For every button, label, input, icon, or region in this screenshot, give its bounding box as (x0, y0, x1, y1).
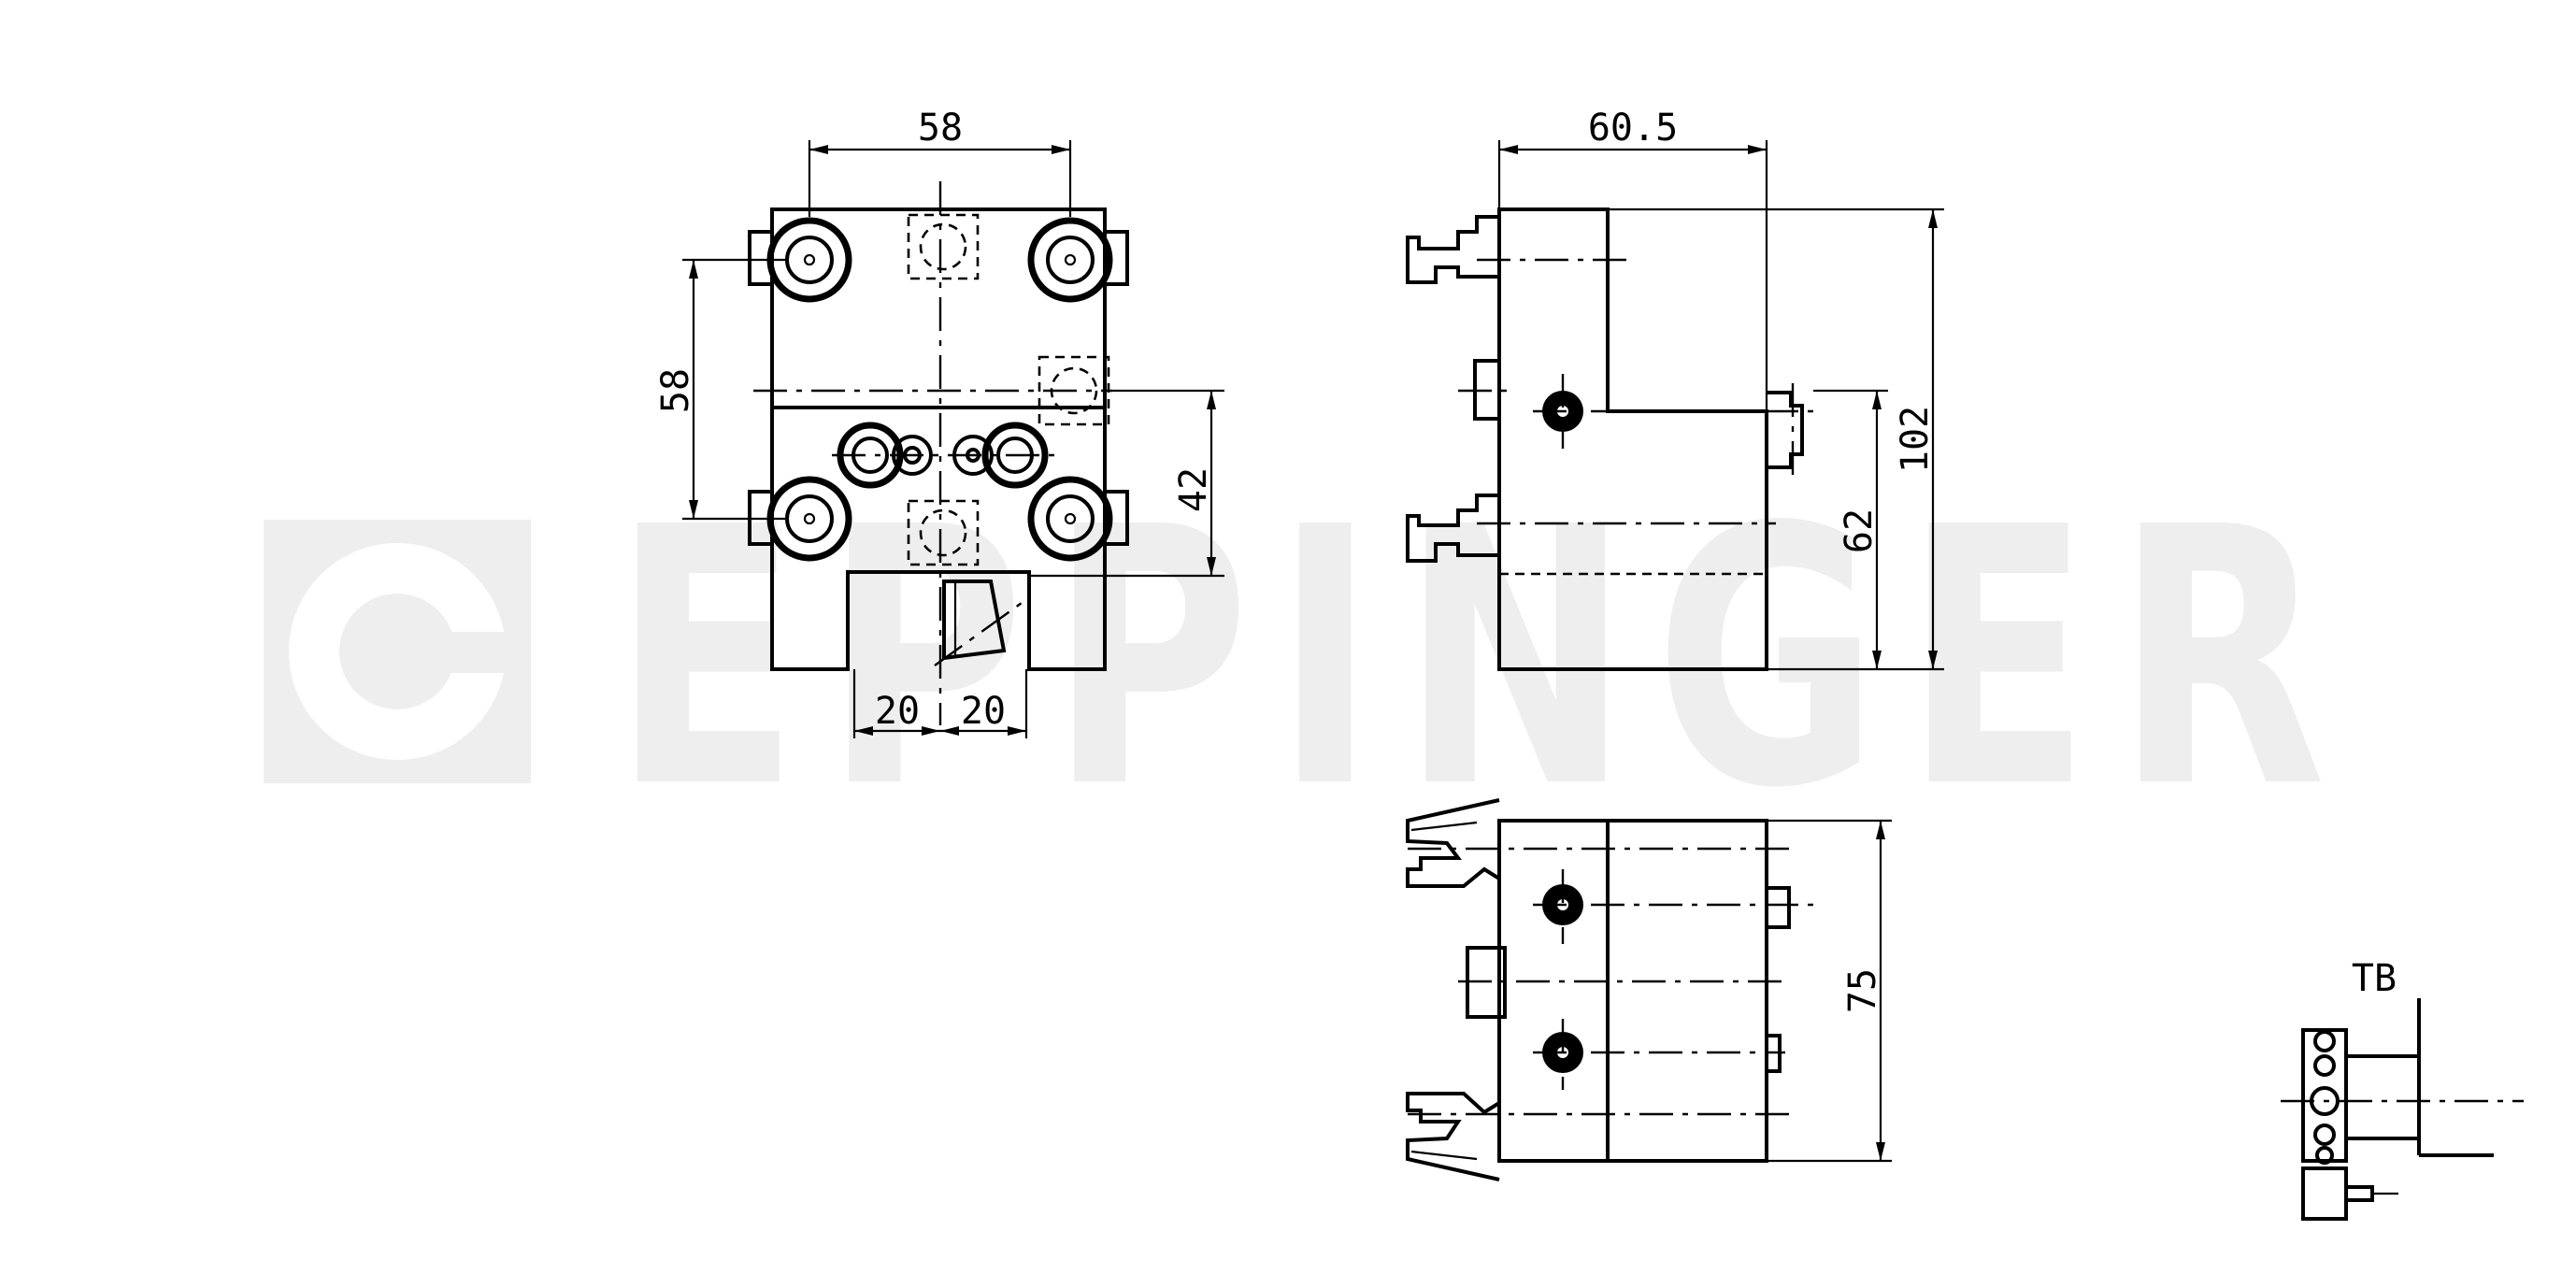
dim-side-outer-height-label: 102 (1894, 406, 1937, 473)
hidden-plug-top (907, 213, 980, 280)
side-lower-clamp (1406, 494, 1499, 563)
side-connector-stub (1767, 391, 1804, 469)
side-upper-clamp (1406, 215, 1499, 284)
right-top-tab (1103, 230, 1129, 286)
dim-side-inner-height-label: 62 (1838, 508, 1881, 553)
watermark-logo-bar (397, 632, 519, 673)
turret-tb-detail: TB (2281, 957, 2524, 1221)
bottom-lower-clamp (1406, 1092, 1501, 1181)
eppinger-watermark: EPPINGER (264, 451, 2351, 866)
turret-pin (2344, 1185, 2374, 1202)
dim-front-width-label: 58 (918, 107, 963, 150)
dim-side-width-label: 60.5 (1588, 107, 1678, 150)
wedge-centerline (934, 597, 1029, 666)
bottom-upper-clamp-line (1410, 821, 1478, 832)
dim-front-right-label: 42 (1172, 467, 1215, 512)
turret-label: TB (2352, 957, 2397, 1000)
hidden-plug-bottom (907, 499, 980, 566)
bottom-lower-clamp-line (1410, 1150, 1478, 1161)
bottom-connector-stub-top (1767, 886, 1791, 929)
dim-bottom-right-label: 20 (961, 690, 1006, 733)
bolt-top-right (1027, 217, 1113, 303)
turret-holder-body (2344, 1054, 2421, 1140)
front-view: 58 58 42 20 20 (654, 107, 1224, 738)
front-view-outline (770, 208, 1107, 671)
dim-bottom-height-label: 75 (1841, 968, 1884, 1013)
dim-front-height-label: 58 (654, 368, 697, 413)
right-bottom-tab (1103, 490, 1129, 546)
bottom-upper-clamp (1406, 798, 1501, 888)
bolt-bottom-right (1027, 476, 1113, 562)
watermark-text: EPPINGER (612, 451, 2351, 866)
bottom-view-outline (1497, 819, 1768, 1163)
turret-lower-block (2301, 1166, 2348, 1221)
side-view: 60.5 102 62 (1406, 107, 1944, 671)
clamping-wedge (942, 580, 1007, 661)
bottom-view: 75 (1406, 798, 1892, 1181)
dim-bottom-left-label: 20 (875, 690, 920, 733)
